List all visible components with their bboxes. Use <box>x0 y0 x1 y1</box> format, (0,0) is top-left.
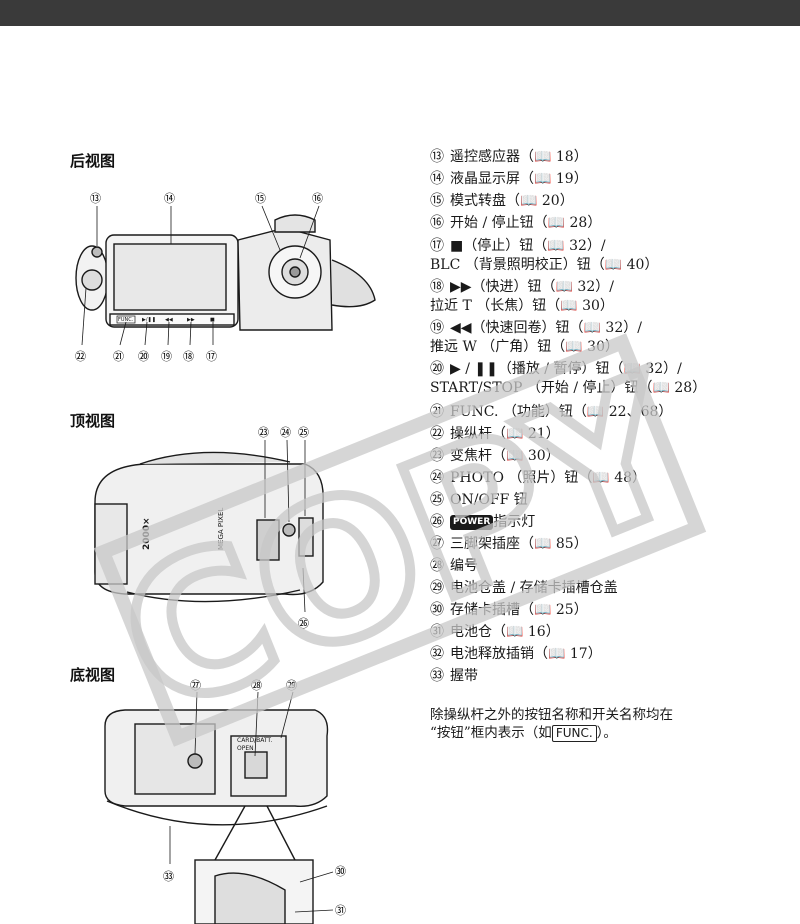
rear-button-func: FUNC. <box>118 317 134 323</box>
callout-23: ㉓ <box>258 426 269 439</box>
callout-17: ⑰ <box>206 350 217 363</box>
callout-15: ⑮ <box>255 192 266 205</box>
heading-rear-view: 后视图 <box>70 152 116 170</box>
callout-33: ㉝ <box>163 870 174 883</box>
callout-22: ㉒ <box>75 350 86 363</box>
callout-18: ⑱ <box>183 350 194 363</box>
callout-14: ⑭ <box>164 192 175 205</box>
callout-28: ㉘ <box>251 679 262 692</box>
callout-20: ⑳ <box>138 350 149 363</box>
callout-19: ⑲ <box>161 350 172 363</box>
callout-21: ㉑ <box>113 350 124 363</box>
top-text-megapixel: MEGA PIXEL <box>217 508 225 550</box>
bottom-view-illustration: CARD/BATT. OPEN ㉗ ㉘ ㉙ ㉝ ㉚ ㉛ <box>95 676 355 924</box>
part-item: ⑳▶ / ❚❚（播放 / 暂停）钮（📖 32）/START/STOP （开始 /… <box>430 361 707 396</box>
rear-button-play: ▶/❚❚ <box>142 317 156 323</box>
callout-29: ㉙ <box>286 679 297 692</box>
callout-26: ㉖ <box>298 617 309 630</box>
callout-16: ⑯ <box>312 192 323 205</box>
bottom-text-open: OPEN <box>237 745 254 752</box>
func-button-sample: FUNC. <box>551 725 597 742</box>
callout-30: ㉚ <box>335 865 346 878</box>
rear-button-stop: ■ <box>210 317 215 323</box>
top-view-illustration: 2000× MEGA PIXEL ㉓ ㉔ ㉕ ㉖ <box>85 422 345 642</box>
part-item: ⑰■（停止）钮（📖 32）/BLC （背景照明校正）钮（📖 40） <box>430 238 659 273</box>
rear-button-ff: ▶▶ <box>187 317 195 323</box>
callout-31: ㉛ <box>335 904 346 917</box>
header-bar <box>0 0 800 26</box>
callout-13: ⑬ <box>90 192 101 205</box>
callout-27: ㉗ <box>190 679 201 692</box>
bottom-text-card-batt: CARD/BATT. <box>237 737 272 744</box>
power-badge: POWER <box>450 515 494 530</box>
rear-view-illustration: ⑬ ⑭ ⑮ ⑯ ㉒ ㉑ ⑳ ⑲ ⑱ ⑰ FUNC. ▶/❚❚ ◀◀ ▶▶ ■ <box>70 180 390 370</box>
top-text-zoom: 2000× <box>142 517 152 550</box>
part-item: ⑱▶▶（快进）钮（📖 32）/拉近 T （长焦）钮（📖 30） <box>430 279 614 314</box>
part-item: ⑲◀◀（快速回卷）钮（📖 32）/推远 W （广角）钮（📖 30） <box>430 320 642 355</box>
callout-25: ㉕ <box>298 426 309 439</box>
rear-button-rew: ◀◀ <box>165 317 173 323</box>
callout-24: ㉔ <box>280 426 291 439</box>
